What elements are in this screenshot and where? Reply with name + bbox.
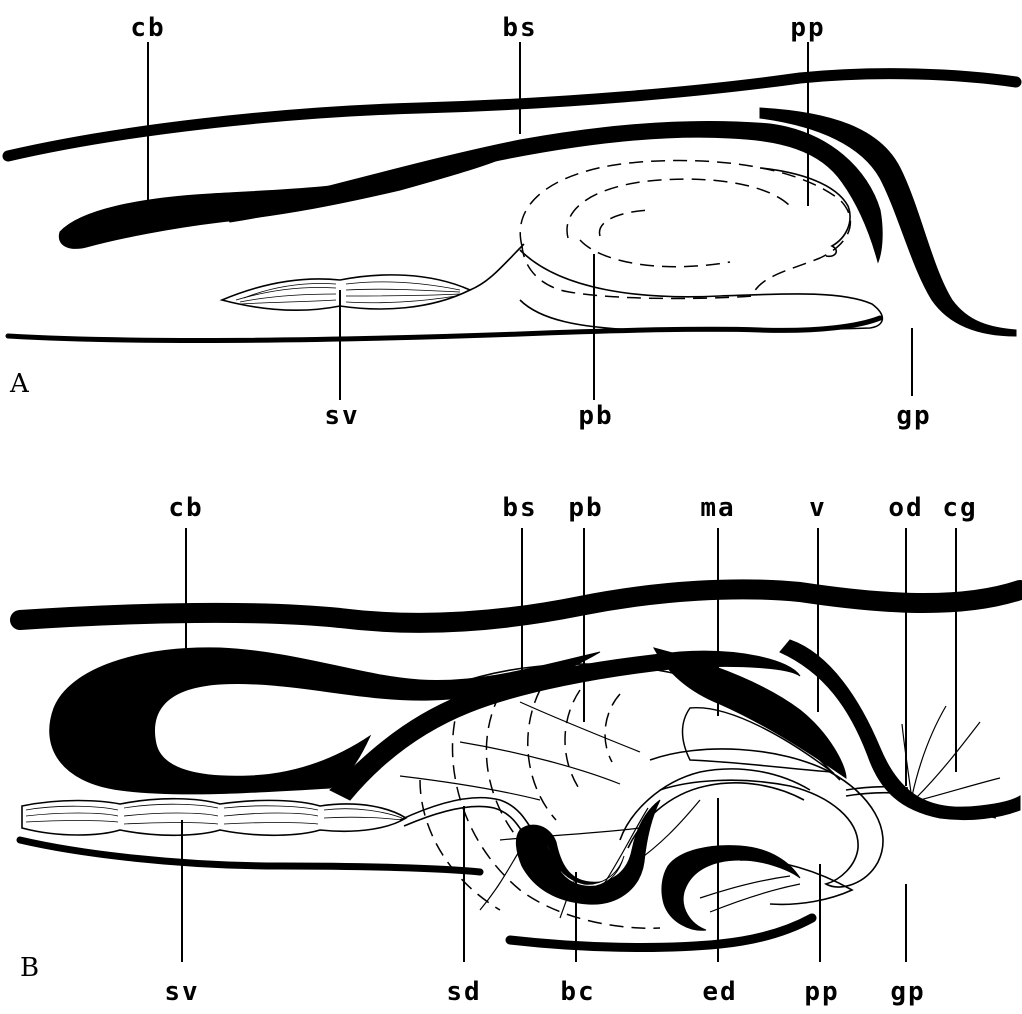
label-b-cb: cb: [168, 493, 203, 523]
penis-bulb-dash-3: [528, 690, 556, 820]
panel-b: cb bs pb ma v od cg sv sd bc ed pp gp B: [20, 493, 1020, 1007]
panel-label-a: A: [9, 369, 30, 399]
label-b-ma: ma: [700, 493, 735, 523]
label-a-bs: bs: [502, 13, 537, 43]
penis-bulb-dash-4: [565, 690, 580, 790]
penis-bulb-dash-1: [520, 161, 850, 299]
seminal-vesicle: [22, 799, 406, 836]
label-a-cb: cb: [130, 13, 165, 43]
copulatory-bursa: [50, 648, 600, 794]
label-b-pp: pp: [804, 977, 839, 1007]
label-b-sd: sd: [446, 977, 481, 1007]
label-b-bc: bc: [560, 977, 595, 1007]
panel-a: cb bs pp sv pb gp A: [8, 13, 1016, 431]
label-a-pp: pp: [790, 13, 825, 43]
ventral-body-wall: [20, 840, 480, 872]
ventral-body-wall: [8, 318, 880, 340]
label-b-bs: bs: [502, 493, 537, 523]
penis-bulb-dash-3: [580, 240, 730, 267]
penis-bulb-outline: [520, 250, 882, 331]
label-a-sv: sv: [324, 401, 359, 431]
label-b-v: v: [809, 493, 827, 523]
label-b-sv: sv: [164, 977, 199, 1007]
label-b-ed: ed: [702, 977, 737, 1007]
label-b-pb: pb: [568, 493, 603, 523]
dorsal-body-wall: [20, 589, 1020, 623]
penis-bulb-dash-5: [605, 694, 620, 762]
ejaculatory-duct-inner: [628, 783, 804, 848]
panel-label-b: B: [20, 953, 39, 983]
ventral-body-wall-2: [510, 918, 812, 947]
penis-bulb-dash-4: [599, 210, 650, 236]
label-b-od: od: [888, 493, 923, 523]
bulbar-cavity: [516, 800, 660, 904]
label-b-gp: gp: [890, 977, 925, 1007]
label-a-pb: pb: [578, 401, 613, 431]
label-a-gp: gp: [896, 401, 931, 431]
label-b-cg: cg: [942, 493, 977, 523]
seminal-vesicle: [222, 244, 524, 310]
copulatory-bursa: [59, 150, 520, 248]
